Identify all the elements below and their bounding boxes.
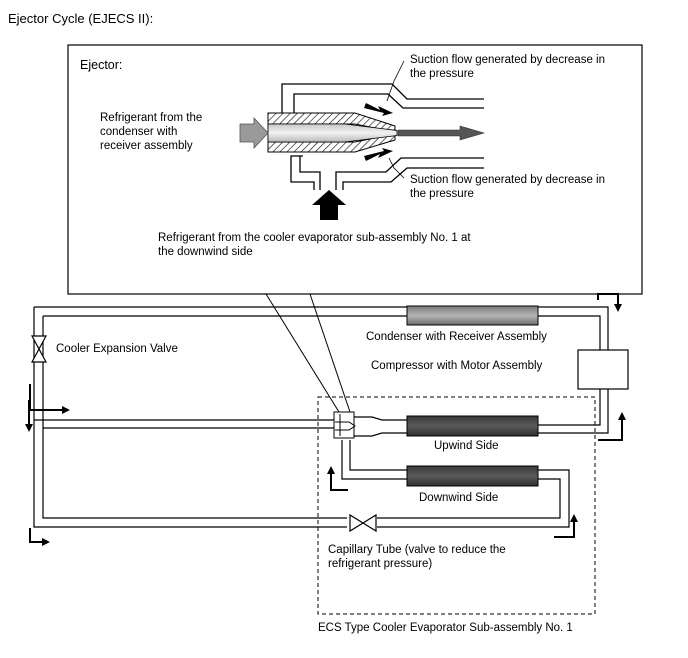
inset-heading: Ejector:: [80, 58, 123, 72]
evaporator-refrigerant-label: Refrigerant from the cooler evaporator s…: [158, 232, 471, 258]
ejector-body: [281, 83, 484, 190]
condenser-core: [406, 305, 539, 326]
flow-arrow-1: [597, 293, 619, 306]
cooler-expansion-valve: [30, 335, 48, 363]
compressor-box: [577, 349, 629, 390]
flow-arrow-5: [29, 528, 44, 543]
flow-arrow-6: [554, 520, 575, 538]
evaporator-inlet-arrow: [312, 190, 346, 220]
nozzle-core: [267, 123, 398, 143]
callout-line-right: [309, 293, 351, 413]
ejector-inset: [67, 44, 643, 413]
flow-arrows: [25, 293, 626, 546]
suction-arrow-bottom: [364, 148, 393, 161]
capillary-tube-label: Capillary Tube (valve to reduce the refr…: [328, 544, 506, 570]
ejector-outlet-arrow: [397, 125, 486, 141]
ejector-symbol: [333, 411, 356, 439]
upwind-core: [406, 415, 539, 437]
suction-arrow-top: [364, 103, 393, 116]
suction-top-label: Suction flow generated by decrease in th…: [410, 54, 605, 80]
ecs-boundary: [317, 396, 596, 615]
refrigerant-loop: [33, 306, 609, 528]
leader-bottom: [388, 157, 405, 179]
condenser-refrigerant-label: Refrigerant from the condenser with rece…: [100, 112, 203, 152]
downwind-label: Downwind Side: [419, 492, 499, 504]
flow-arrow-3: [29, 384, 64, 411]
condenser-inlet-arrow: [239, 116, 269, 150]
compressor-label: Compressor with Motor Assembly: [371, 360, 543, 372]
flow-arrow-7: [330, 472, 348, 491]
callout-line-left: [265, 293, 340, 413]
evaporator-assembly-label: ECS Type Cooler Evaporator Sub-assembly …: [318, 622, 573, 634]
condenser-label: Condenser with Receiver Assembly: [366, 331, 547, 343]
suction-bottom-label: Suction flow generated by decrease in th…: [410, 174, 605, 200]
upwind-label: Upwind Side: [434, 440, 499, 452]
page-title: Ejector Cycle (EJECS II):: [8, 11, 154, 26]
capillary-tube-valve: [349, 513, 377, 533]
downwind-core: [406, 465, 539, 487]
inset-frame: [67, 44, 643, 295]
expansion-valve-label: Cooler Expansion Valve: [56, 343, 178, 355]
leader-top: [386, 60, 405, 102]
flow-arrow-2: [598, 418, 623, 441]
